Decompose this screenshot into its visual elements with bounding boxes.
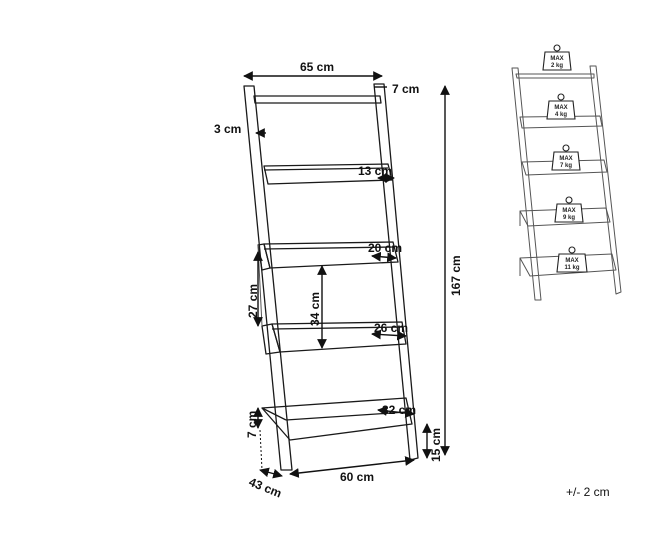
weight-icon-4: MAX 9 kg	[554, 196, 584, 223]
weight-max-5: MAX	[565, 258, 578, 264]
weight-max-4: MAX	[562, 208, 575, 214]
label-shelf4-depth: 32 cm	[382, 403, 416, 417]
weight-icon-5: MAX 11 kg	[556, 246, 588, 273]
label-total-height: 167 cm	[449, 255, 463, 296]
weight-kg-1: 2 kg	[551, 63, 563, 69]
weight-icon-1: MAX 2 kg	[542, 44, 572, 71]
label-base-width: 60 cm	[340, 470, 374, 484]
label-shelf-lip: 27 cm	[246, 284, 260, 318]
label-side-thickness: 3 cm	[214, 122, 241, 136]
label-shelf1-depth: 13 cm	[358, 164, 392, 178]
weight-kg-3: 7 kg	[560, 163, 572, 169]
weight-max-2: MAX	[554, 105, 567, 111]
dimension-lines	[243, 71, 450, 479]
dimension-labels: 65 cm 7 cm 3 cm 13 cm 20 cm 27 cm 34 cm …	[214, 60, 463, 501]
weight-max-1: MAX	[550, 56, 563, 62]
label-base-depth: 43 cm	[247, 475, 284, 501]
mini-top	[515, 73, 595, 79]
label-bottom-height: 15 cm	[429, 428, 443, 462]
label-shelf3-depth: 26 cm	[374, 321, 408, 335]
mini-left-leg	[511, 67, 542, 301]
top-panel	[253, 95, 382, 104]
label-top-width: 65 cm	[300, 60, 334, 74]
weight-kg-4: 9 kg	[563, 215, 575, 221]
weight-icon-3: MAX 7 kg	[551, 144, 581, 171]
label-top-depth: 7 cm	[392, 82, 419, 96]
tolerance-note: +/- 2 cm	[566, 485, 610, 499]
weight-icon-2: MAX 4 kg	[546, 93, 576, 120]
label-shelf-spacing: 34 cm	[308, 292, 322, 326]
weight-max-3: MAX	[559, 156, 572, 162]
label-lip-height: 7 cm	[245, 411, 259, 438]
weight-kg-2: 4 kg	[555, 112, 567, 118]
label-shelf2-depth: 20 cm	[368, 241, 402, 255]
load-capacity-diagram: MAX 2 kg MAX 4 kg MAX 7 kg MAX 9 kg MAX …	[511, 44, 622, 301]
weight-kg-5: 11 kg	[564, 265, 579, 271]
mini-right-leg	[589, 65, 622, 295]
shelf-3	[261, 321, 407, 355]
